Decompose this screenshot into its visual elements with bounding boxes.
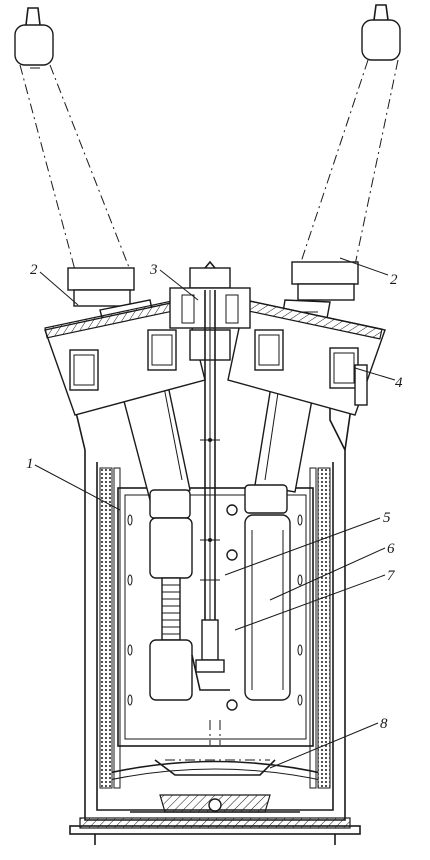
- callout-labels: 1 2 2 3 4 5 6 7 8: [26, 262, 403, 732]
- right-bushing: [244, 4, 401, 514]
- callout-7: 7: [387, 568, 396, 584]
- left-winding: [149, 517, 230, 701]
- tap-changer-drive: [169, 260, 251, 673]
- left-turret: [44, 298, 206, 416]
- tank-shielding: [99, 467, 331, 789]
- leader-lines: [34, 257, 396, 769]
- left-bushing: [14, 7, 191, 519]
- callout-4: 4: [395, 375, 403, 391]
- callout-8: 8: [380, 716, 388, 732]
- callout-1: 1: [26, 456, 34, 472]
- callout-5: 5: [383, 510, 391, 526]
- callout-2-right: 2: [390, 272, 398, 288]
- callout-2-left: 2: [30, 262, 38, 278]
- callout-6: 6: [387, 541, 395, 557]
- tank-body: [59, 344, 361, 845]
- callout-3: 3: [149, 262, 158, 278]
- right-turret: [227, 299, 386, 416]
- right-winding: [226, 504, 291, 711]
- lower-connection: [154, 720, 276, 776]
